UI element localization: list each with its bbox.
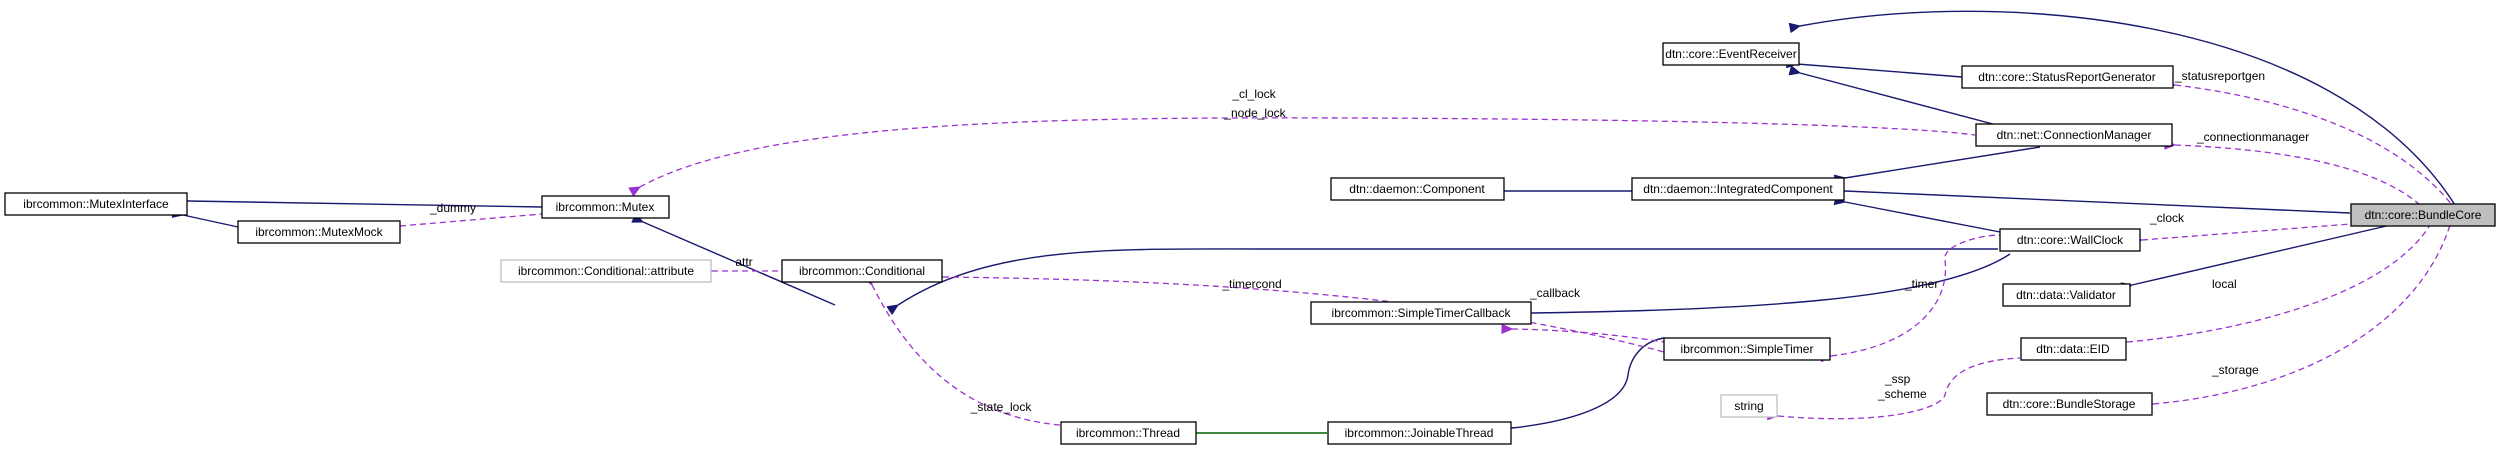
edge-bundlecore-integratedcomponent [1845,191,2351,214]
edge-usage-dummy [400,213,543,226]
label-timer: _timer [1904,277,1938,291]
edge-usage-timercond [943,277,1665,353]
node-label: string [1734,399,1763,413]
edge-usage-connectionmanager [2175,145,2421,206]
node-label: dtn::core::EventReceiver [1665,47,1796,61]
node-conditional-attribute[interactable]: ibrcommon::Conditional::attribute [500,259,712,283]
node-bundle-core[interactable]: dtn::core::BundleCore [2350,203,2496,227]
label-state-lock: _state_lock [970,400,1033,414]
node-label: ibrcommon::Conditional [799,264,925,278]
node-mutex-mock[interactable]: ibrcommon::MutexMock [237,220,401,244]
node-label: ibrcommon::MutexInterface [23,197,169,211]
node-label: ibrcommon::Thread [1076,426,1180,440]
node-label: ibrcommon::SimpleTimer [1681,342,1814,356]
label-attr: attr [735,255,752,269]
edge-bundlecore-eventreceiver [1800,10,2456,206]
node-label: dtn::data::EID [2036,342,2110,356]
node-label: dtn::daemon::Component [1349,182,1485,196]
node-eid[interactable]: dtn::data::EID [2020,337,2127,361]
node-bundle-storage[interactable]: dtn::core::BundleStorage [1986,392,2153,416]
label-clock: _clock [2149,211,2185,225]
node-label: dtn::core::BundleStorage [2003,397,2136,411]
edge-connmanager-eventreceiver [1800,73,2009,129]
node-label: dtn::net::ConnectionManager [1997,128,2152,142]
node-simple-timer[interactable]: ibrcommon::SimpleTimer [1663,337,1831,361]
label-ssp: _ssp [1884,372,1911,386]
node-status-report-generator[interactable]: dtn::core::StatusReportGenerator [1961,65,2174,89]
edge-usage-statusreportgen [2175,85,2453,206]
edge-bundlecore-validator [2132,223,2396,285]
node-label: ibrcommon::SimpleTimerCallback [1332,306,1512,320]
node-label: dtn::core::StatusReportGenerator [1978,70,2155,84]
edge-usage-clock [2142,223,2352,240]
edge-statusreportgen-eventreceiver [1797,64,1963,78]
node-component[interactable]: dtn::daemon::Component [1330,177,1505,201]
edge-joinablethread-simpletimer [1512,337,1665,428]
node-connection-manager[interactable]: dtn::net::ConnectionManager [1975,123,2173,147]
edge-conditional-mutex [643,222,836,306]
node-conditional[interactable]: ibrcommon::Conditional [781,259,943,283]
node-joinable-thread[interactable]: ibrcommon::JoinableThread [1327,421,1512,445]
node-label: ibrcommon::Mutex [556,200,655,214]
node-label: dtn::core::BundleCore [2365,208,2482,222]
edge-mutexmock-mutexinterface [183,215,239,228]
node-label: dtn::daemon::IntegratedComponent [1643,182,1833,196]
label-storage: _storage [2211,363,2259,377]
node-label: ibrcommon::MutexMock [255,225,383,239]
edge-wallclock-simpletimercallback [1532,253,2011,313]
edges [183,10,2456,433]
node-mutex-interface[interactable]: ibrcommon::MutexInterface [4,192,188,216]
label-node-lock: _node_lock [1223,106,1286,120]
label-local: local [2212,277,2237,291]
node-wall-clock[interactable]: dtn::core::WallClock [1999,228,2141,252]
node-label: dtn::data::Validator [2016,288,2116,302]
edge-usage-local [2127,224,2431,342]
label-connectionmanager: _connectionmanager [2196,130,2309,144]
edge-usage-storage [2153,224,2451,404]
label-statusreportgen: _statusreportgen [2174,69,2265,83]
edge-usage-state-lock [872,285,1061,426]
edge-usage-ssp-scheme [1778,357,2021,419]
node-event-receiver[interactable]: dtn::core::EventReceiver [1662,42,1800,66]
node-label: dtn::core::WallClock [2017,233,2124,247]
label-callback: _callback [1529,286,1581,300]
node-validator[interactable]: dtn::data::Validator [2002,283,2131,307]
edge-usage-cl-node-lock [640,117,1976,187]
edge-usage-timer [1831,234,2001,356]
node-simple-timer-callback[interactable]: ibrcommon::SimpleTimerCallback [1310,301,1532,325]
edge-labels: _statusreportgen _cl_lock _node_lock _co… [429,69,2309,414]
node-label: ibrcommon::JoinableThread [1345,426,1494,440]
label-timercond: _timercond [1221,277,1281,291]
node-integrated-component[interactable]: dtn::daemon::IntegratedComponent [1631,177,1845,201]
edge-mutex-mutexinterface [188,201,543,208]
label-cl-lock: _cl_lock [1231,87,1276,101]
node-thread[interactable]: ibrcommon::Thread [1060,421,1197,445]
label-dummy: _dummy [429,201,476,215]
node-label: ibrcommon::Conditional::attribute [518,264,694,278]
edge-wallclock-integratedcomponent [1845,202,2001,233]
node-string[interactable]: string [1720,394,1778,418]
node-mutex[interactable]: ibrcommon::Mutex [541,195,670,219]
edge-connmanager-integratedcomponent [1845,146,2041,178]
edge-wallclock-conditional [898,248,1998,305]
label-scheme: _scheme [1877,387,1927,401]
edge-usage-callback [1512,329,1665,343]
